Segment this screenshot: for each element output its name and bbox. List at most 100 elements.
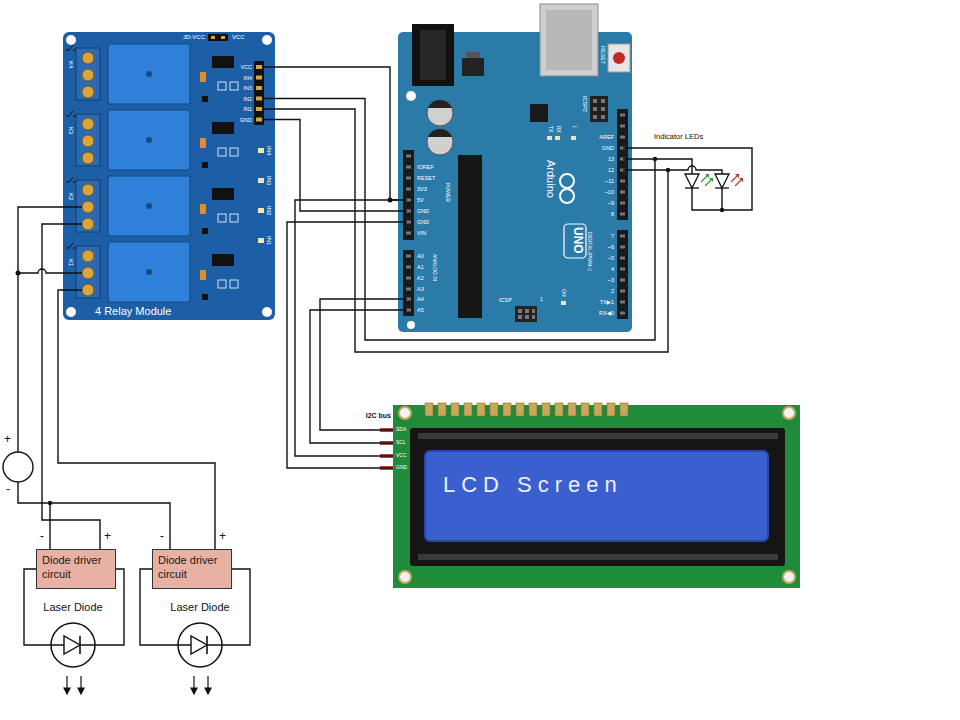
lcd-module — [490, 403, 498, 416]
relay-board — [66, 45, 76, 50]
arduino-board — [620, 279, 625, 282]
polarity-sign: + — [219, 530, 226, 544]
led-light-arrow — [701, 174, 743, 186]
arduino-board — [620, 191, 625, 194]
board-marking: RESET — [417, 175, 435, 181]
polarity-sign: + — [4, 433, 11, 447]
relay-board — [108, 242, 190, 302]
board-marking: IOREF — [417, 164, 434, 170]
relay-board — [146, 137, 152, 143]
board-marking: RESET — [600, 46, 606, 64]
arduino-board — [608, 44, 630, 72]
arduino-board — [620, 235, 625, 238]
board-marking: 12 — [608, 167, 614, 173]
wire — [18, 67, 752, 549]
wire — [398, 200, 407, 310]
pin-label: IN2 — [265, 206, 272, 215]
led-symbol — [685, 187, 699, 188]
relay-board — [66, 45, 76, 248]
emission-arrow — [64, 688, 70, 694]
arduino-board — [398, 4, 632, 332]
relay-board — [230, 82, 238, 90]
driver-circuit-box: Diode driver circuit — [36, 549, 116, 589]
relay-board — [63, 32, 275, 320]
relay-board — [66, 111, 76, 116]
led-symbol — [685, 174, 699, 188]
relay-board — [230, 214, 238, 222]
emission-arrow — [205, 688, 211, 694]
board-marking: 2 — [611, 288, 614, 294]
relay-board — [256, 76, 262, 80]
lcd-module — [399, 571, 411, 583]
lcd-module — [620, 403, 628, 416]
wire-connector — [275, 109, 668, 352]
arduino-board — [406, 255, 411, 258]
junction-dot — [48, 501, 52, 505]
board-marking: 5V — [417, 197, 424, 203]
laser-diode: Laser Diode — [34, 600, 112, 672]
board-marking: GND — [602, 145, 614, 151]
relay-board — [108, 176, 190, 236]
wire — [668, 166, 722, 174]
arduino-board — [613, 52, 625, 64]
relay-board — [82, 267, 94, 279]
relay-board — [256, 118, 262, 122]
arduino-board — [525, 315, 529, 319]
arduino-board — [593, 99, 605, 119]
board-marking: ~6 — [608, 244, 614, 250]
board-marking: L — [571, 126, 577, 129]
arduino-board — [620, 257, 625, 260]
arduino-board — [406, 155, 411, 158]
polarity-sign: - — [160, 530, 164, 544]
board-marking: RX — [555, 126, 561, 133]
arduino-board — [412, 24, 454, 86]
relay-board — [212, 56, 234, 68]
arduino-board — [428, 129, 452, 137]
arduino-board: ArduinoUNO — [398, 32, 632, 332]
lcd-module — [783, 571, 795, 583]
wire-connector — [58, 290, 215, 549]
relay-board — [212, 188, 234, 200]
wire — [623, 148, 752, 210]
lcd-module — [542, 403, 550, 416]
pin-label: IN4 — [265, 146, 272, 155]
wire-connector — [287, 222, 398, 468]
relay-board — [202, 162, 208, 168]
led-symbol — [715, 187, 729, 188]
arduino-board — [518, 309, 522, 313]
pin-label: SCL — [396, 440, 406, 446]
junction-dot — [16, 271, 21, 276]
pin-label: GND — [396, 465, 407, 471]
relay-board — [202, 56, 234, 300]
polarity-sign: + — [104, 530, 111, 544]
arduino-board — [515, 306, 537, 322]
arduino-board — [406, 288, 411, 291]
relay-board — [202, 294, 208, 300]
arduino-board — [420, 30, 446, 80]
board-marking: ~5 — [608, 255, 614, 261]
wire — [623, 159, 632, 170]
relay-board — [256, 107, 262, 111]
board-marking: GND — [417, 208, 429, 214]
relay-board — [256, 97, 262, 101]
lcd-module — [581, 403, 589, 416]
arduino-board — [547, 136, 552, 140]
led-light-arrow — [705, 174, 713, 182]
arduino-board — [601, 115, 605, 119]
relay-board — [82, 218, 94, 230]
arduino-board — [403, 250, 414, 316]
relay-board — [258, 208, 264, 213]
arduino-board — [561, 301, 566, 305]
arduino-board — [601, 99, 605, 103]
relay-board — [256, 65, 262, 69]
arduino-board — [540, 4, 598, 76]
arduino-board — [462, 58, 484, 76]
pin-label: VCC — [240, 64, 252, 70]
led-symbol — [715, 174, 729, 188]
relay-board — [212, 254, 234, 266]
relay-board — [258, 148, 264, 153]
relay-board — [82, 250, 94, 262]
arduino-board — [406, 177, 411, 180]
